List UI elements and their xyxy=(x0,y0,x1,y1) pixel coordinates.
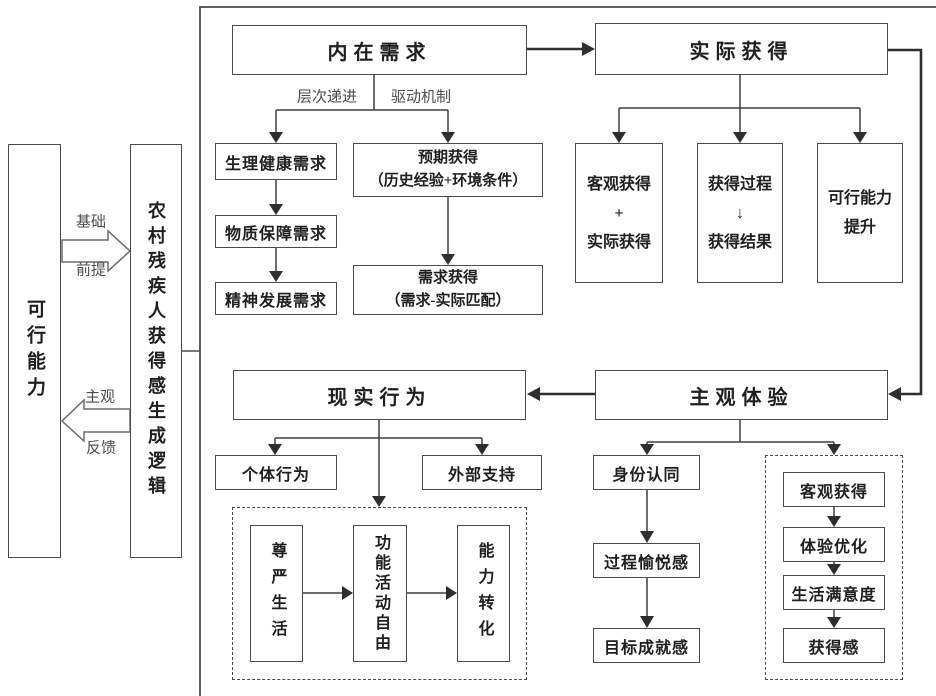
capability-box: 可行能力 xyxy=(8,144,61,558)
inner-need-box: 内在需求 xyxy=(232,25,527,75)
basis-bottom-label: 前提 xyxy=(75,262,107,279)
spiritual-need-box: 精神发展需求 xyxy=(215,282,337,315)
result-line: 获得结果 xyxy=(707,233,772,251)
inner-need-branches xyxy=(269,75,455,143)
experience-optimize-box: 体验优化 xyxy=(783,527,885,562)
identity-chain-arrows xyxy=(640,490,654,628)
expected-gain-box: 预期获得 （历史经验+环境条件） xyxy=(353,143,543,197)
arrow-inner-need-to-actual-gain xyxy=(527,42,595,56)
dignity-life-box: 尊严生活 xyxy=(250,525,303,662)
plus-sign: + xyxy=(614,204,624,222)
basis-top-label: 基础 xyxy=(75,214,107,231)
feedback-arrow xyxy=(60,398,131,443)
external-support-box: 外部支持 xyxy=(422,455,542,490)
goal-achievement-box: 目标成就感 xyxy=(593,628,700,663)
dignity-chain-arrows xyxy=(303,586,457,600)
capability-conversion-box: 能力转化 xyxy=(457,525,510,662)
hierarchy-label: 层次递进 xyxy=(296,89,358,106)
behavior-branches xyxy=(268,420,489,507)
expected-gain-line1: 预期获得 xyxy=(417,150,478,166)
capability-up-line2: 提升 xyxy=(843,219,876,236)
life-satisfaction-box: 生活满意度 xyxy=(783,575,885,610)
actual-gain-box: 实际获得 xyxy=(595,23,888,75)
down-arrow-icon: ↓ xyxy=(736,204,744,222)
expected-gain-line2: （历史经验+环境条件） xyxy=(368,173,528,189)
need-match-line2: （需求-实际匹配） xyxy=(385,293,511,309)
objective-actual-line1: 客观获得 xyxy=(586,175,651,193)
capability-up-line1: 可行能力 xyxy=(827,190,892,207)
arrow-experience-to-behavior xyxy=(527,387,595,401)
experience-branches xyxy=(640,420,841,455)
feedback-bottom-label: 反馈 xyxy=(85,440,117,457)
feedback-top-label: 主观 xyxy=(84,389,116,406)
drive-label: 驱动机制 xyxy=(390,89,452,106)
individual-behavior-box: 个体行为 xyxy=(215,455,337,490)
need-match-line1: 需求获得 xyxy=(417,270,478,286)
process-result-box: 获得过程 ↓ 获得结果 xyxy=(697,143,783,283)
need-match-box: 需求获得 （需求-实际匹配） xyxy=(353,265,543,315)
behavior-box: 现实行为 xyxy=(233,370,526,420)
objective-actual-box: 客观获得 + 实际获得 xyxy=(575,143,663,283)
gain-chain-arrows xyxy=(827,507,841,628)
behavior-dashed-group xyxy=(232,507,527,680)
capability-up-box: 可行能力 提升 xyxy=(817,143,903,283)
objective-gain-box: 客观获得 xyxy=(783,472,885,507)
sense-of-gain-box: 获得感 xyxy=(783,628,885,663)
functional-freedom-box: 功能活动自由 xyxy=(353,525,407,662)
basis-arrow xyxy=(61,229,132,273)
experience-box: 主观体验 xyxy=(595,370,888,420)
actual-gain-branches xyxy=(612,75,867,143)
logic-box: 农村残疾人获得感生成逻辑 xyxy=(130,144,182,558)
arrow-actual-gain-to-experience xyxy=(888,48,923,401)
identity-box: 身份认同 xyxy=(593,455,700,490)
objective-actual-line2: 实际获得 xyxy=(586,233,651,251)
process-line: 获得过程 xyxy=(707,175,772,193)
experience-dashed-group xyxy=(765,455,903,680)
material-need-box: 物质保障需求 xyxy=(215,215,337,248)
physio-need-box: 生理健康需求 xyxy=(215,143,337,180)
outer-frame xyxy=(199,6,936,696)
need-chain-arrows xyxy=(269,180,455,282)
process-pleasure-box: 过程愉悦感 xyxy=(593,543,700,578)
